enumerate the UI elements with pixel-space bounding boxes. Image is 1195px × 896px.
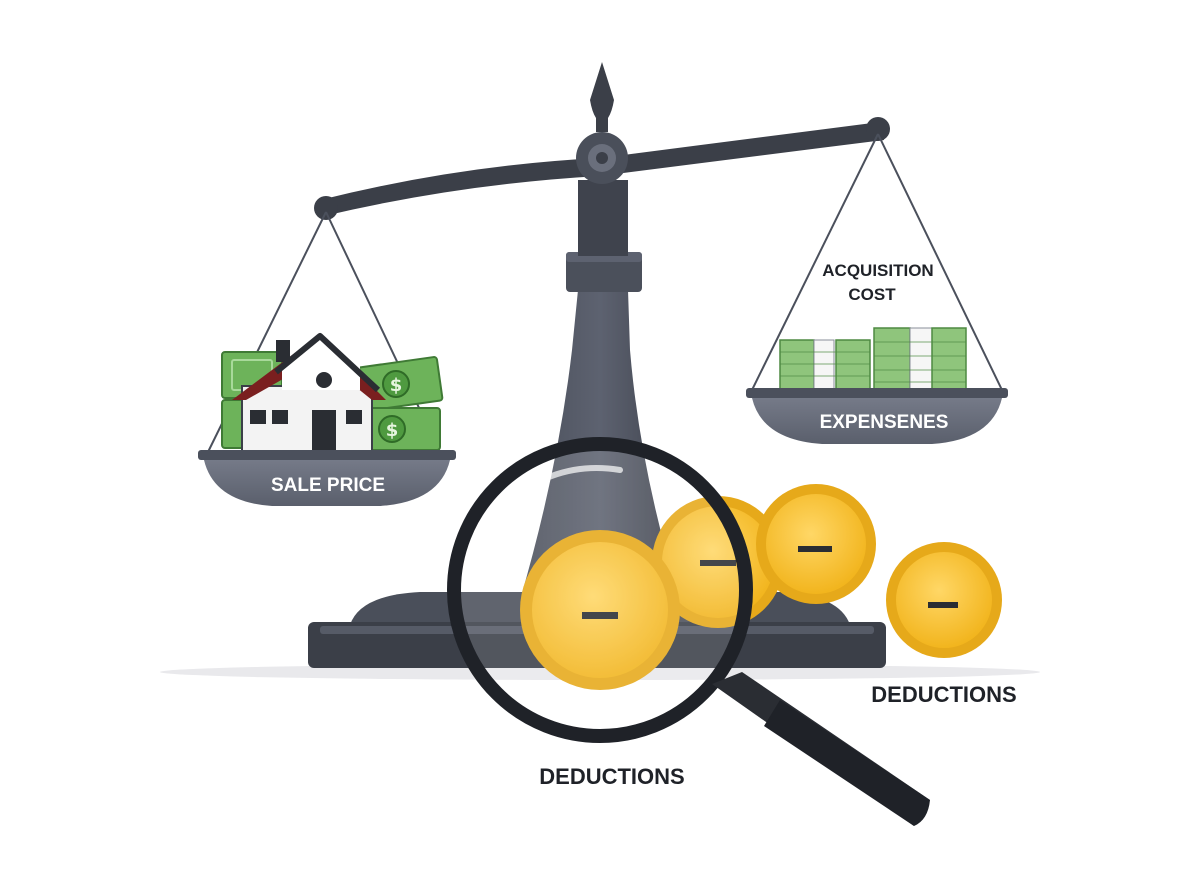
acquisition-cost-label-line1: ACQUISITION	[822, 261, 933, 280]
minus-coin-icon-front	[520, 530, 680, 690]
scale-beam	[314, 62, 890, 220]
magnifying-glass-icon	[447, 437, 930, 826]
minus-coin-icon-top	[756, 484, 876, 604]
cash-stacks-right-icon	[779, 327, 967, 393]
left-pan	[198, 450, 456, 506]
right-pan-strings	[751, 133, 1003, 391]
house-icon	[232, 333, 386, 453]
right-pan	[746, 388, 1008, 444]
expenses-label: EXPENSENES	[820, 412, 949, 433]
acquisition-cost-label-line2: COST	[848, 285, 896, 304]
sale-price-label: SALE PRICE	[271, 475, 385, 496]
svg-text:$: $	[386, 420, 399, 441]
minus-coin-icon-right	[886, 542, 1002, 658]
deductions-label-bottom: DEDUCTIONS	[539, 764, 684, 789]
svg-text:$: $	[390, 375, 403, 396]
deductions-label-right: DEDUCTIONS	[871, 682, 1016, 707]
